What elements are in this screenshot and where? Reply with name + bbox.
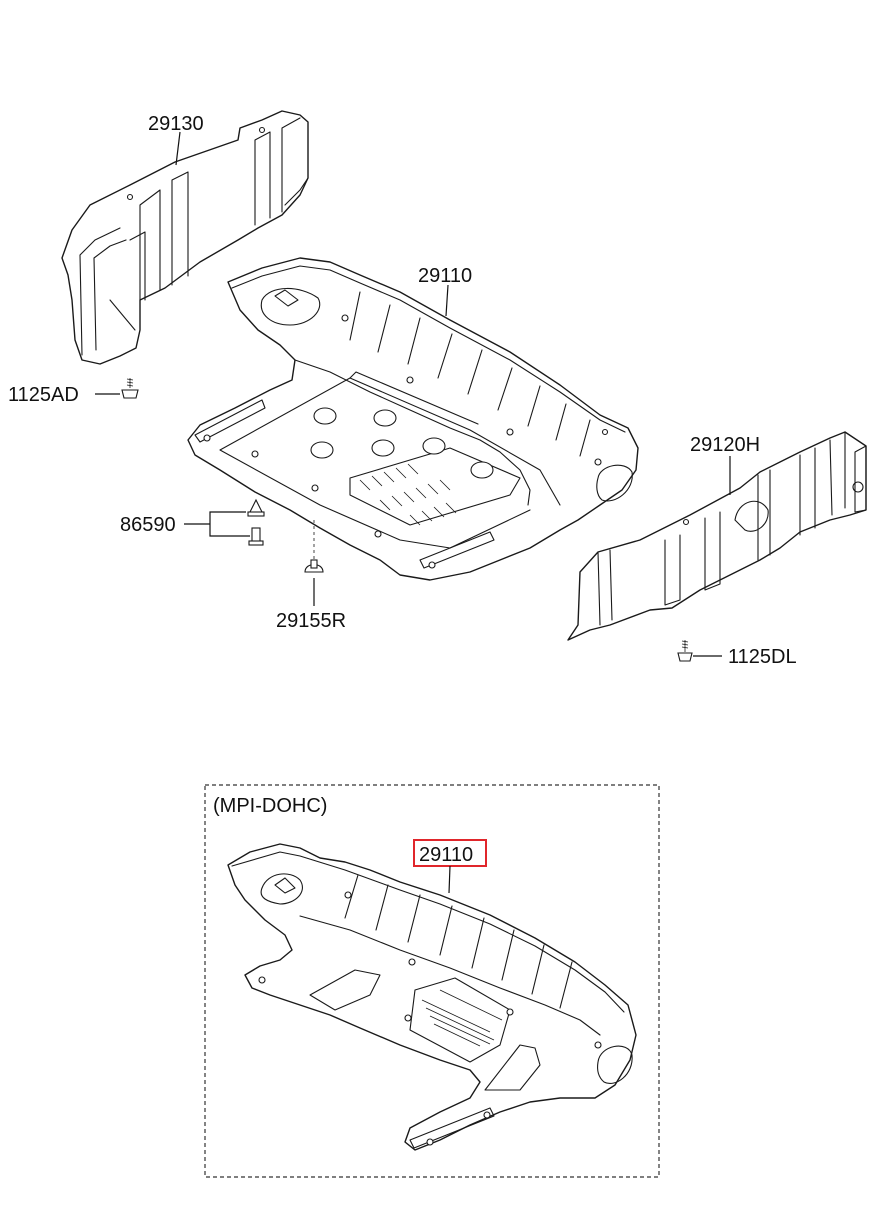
label-86590: 86590 — [120, 514, 176, 536]
inset-leader-29110 — [448, 865, 451, 894]
label-29155r: 29155R — [276, 610, 346, 632]
part-29110-drawing — [187, 257, 639, 581]
inset-part-label: 29110 — [419, 844, 473, 866]
leader-29110 — [445, 284, 449, 317]
inset-part-29110-drawing — [227, 843, 637, 1151]
bolt-1125ad-drawing — [121, 378, 139, 399]
part-29130-drawing — [61, 110, 309, 365]
clip-29155r-drawing — [304, 520, 324, 573]
leader-86590 — [184, 511, 250, 537]
fastener-86590-clip-drawing — [247, 498, 265, 517]
inset-variant-label: (MPI-DOHC) — [213, 795, 327, 817]
bolt-1125dl-drawing — [677, 640, 693, 662]
inset-variant-box: (MPI-DOHC) 29110 — [204, 784, 660, 1178]
fastener-86590-screw-drawing — [248, 527, 264, 546]
label-29130: 29130 — [148, 113, 204, 135]
part-29120h-drawing — [567, 431, 867, 641]
leader-29130 — [175, 131, 181, 166]
label-1125dl: 1125DL — [728, 646, 797, 668]
label-1125ad: 1125AD — [8, 384, 79, 406]
label-29120h: 29120H — [690, 434, 760, 456]
label-29110: 29110 — [418, 265, 472, 287]
